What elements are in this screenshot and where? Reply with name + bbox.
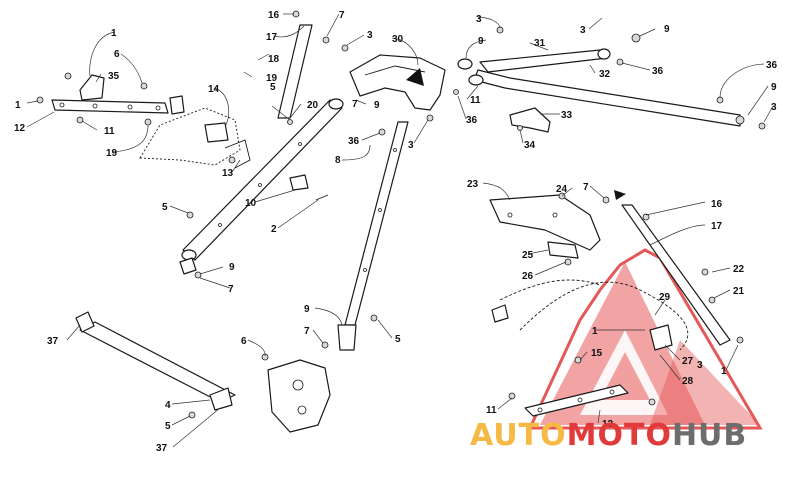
callout-label: 28 [682,376,694,387]
bottom-right-bar [508,356,656,417]
callout-label: 12 [14,123,26,134]
callout-label: 37 [47,336,59,347]
callout-label: 29 [659,292,671,303]
right-mount-plate-23 [489,192,601,266]
callout-label: 5 [395,334,401,345]
diagonal-tube-left [179,98,344,275]
callout-label: 1 [592,326,598,337]
callout-label: 9 [478,36,484,47]
callout-label: 7 [352,99,358,110]
callout-label: 17 [711,221,723,232]
lower-left-bar [75,311,236,419]
watermark-logo-text: AUTOMOTOHUB [470,418,747,453]
callout-label: 1 [111,28,117,39]
callout-label: 7 [304,326,310,337]
vertical-strut-17 [277,10,330,125]
callout-label: 9 [304,304,310,315]
callout-label: 10 [245,198,257,209]
watermark-word-auto: AUTO [470,418,567,453]
right-strut-17 [602,190,744,346]
callout-label: 9 [374,100,380,111]
callout-label: 15 [591,348,603,359]
callout-label: 27 [682,356,694,367]
callout-label: 2 [271,224,277,235]
callout-label: 17 [266,32,278,43]
callout-label: 8 [335,155,341,166]
callout-label: 5 [270,82,276,93]
callout-label: 26 [522,271,534,282]
callout-label: 11 [470,95,481,106]
callout-label: 12 [602,419,614,430]
leader-lines [26,13,774,448]
callout-label: 20 [307,100,319,111]
callout-label: 7 [228,284,234,295]
callout-label: 7 [339,10,345,21]
left-bracket-assembly [36,72,169,126]
callout-label: 11 [486,405,497,416]
callout-label: 6 [241,336,247,347]
callout-label: 13 [222,168,234,179]
callout-label: 22 [733,264,745,275]
callout-label: 19 [266,73,278,84]
callout-label: 36 [348,136,360,147]
callout-label: 3 [476,14,482,25]
callout-label: 6 [114,49,120,60]
callout-label: 24 [556,184,568,195]
gear-plate-assembly [139,95,251,169]
watermark-word-moto: MOTO [566,418,672,453]
callout-label: 3 [771,102,777,113]
wiring-harness [491,279,689,351]
callout-label: 32 [599,69,611,80]
callout-label: 7 [583,182,589,193]
callout-label: 3 [408,140,414,151]
callout-label: 33 [561,110,573,121]
callout-label: 14 [208,84,220,95]
callout-labels: 1 1 1 1 2 3 3 3 3 3 3 4 5 5 5 5 6 6 7 7 … [14,10,778,454]
callout-label: 3 [367,30,373,41]
callout-label: 37 [156,443,168,454]
small-parts-10-2 [186,174,329,279]
callout-label: 1 [15,100,21,111]
lower-casting [261,353,331,433]
callout-label: 19 [106,148,118,159]
bracket-33 [509,107,551,133]
callout-label: 16 [711,199,723,210]
callout-label: 18 [268,54,280,65]
top-tube-assembly [453,26,766,130]
callout-label: 4 [165,400,171,411]
callout-label: 11 [104,126,115,137]
callout-label: 25 [522,250,534,261]
callout-label: 36 [766,60,778,71]
callout-label: 9 [229,262,235,273]
callout-label: 16 [268,10,280,21]
callout-label: 36 [652,66,664,77]
callout-label: 30 [392,34,404,45]
callout-label: 21 [733,286,745,297]
callout-label: 34 [524,140,536,151]
callout-label: 1 [721,366,727,377]
callout-label: 31 [534,38,546,49]
callout-label: 3 [580,25,586,36]
callout-label: 9 [771,82,777,93]
callout-label: 3 [697,360,703,371]
center-support-30 [341,44,446,122]
callout-label: 9 [664,24,670,35]
callout-label: 5 [162,202,168,213]
vertical-column-8 [321,121,409,351]
callout-label: 35 [108,71,120,82]
watermark-word-hub: HUB [671,418,748,453]
callout-label: 36 [466,115,478,126]
callout-label: 23 [467,179,479,190]
callout-label: 5 [165,421,171,432]
